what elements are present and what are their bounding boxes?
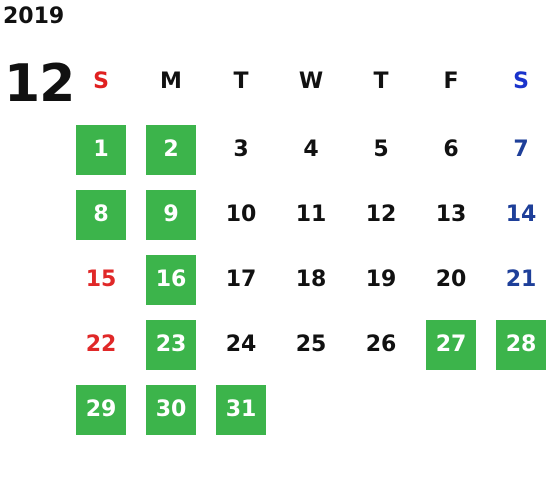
day-cell[interactable]: 4 xyxy=(303,137,319,162)
day-cell[interactable]: 13 xyxy=(435,202,467,227)
day-cell[interactable]: 6 xyxy=(443,137,459,162)
day-cell[interactable]: 5 xyxy=(373,137,389,162)
day-cell[interactable]: 11 xyxy=(295,202,327,227)
weekday-tuesday: T xyxy=(233,69,249,94)
month-number: 12 xyxy=(4,54,75,114)
year-label: 2019 xyxy=(3,4,65,29)
day-cell[interactable]: 16 xyxy=(146,255,196,305)
weekday-friday: F xyxy=(443,69,459,94)
day-cell[interactable]: 20 xyxy=(435,267,467,292)
day-cell[interactable]: 7 xyxy=(513,137,529,162)
day-cell[interactable]: 1 xyxy=(76,125,126,175)
day-cell[interactable]: 3 xyxy=(233,137,249,162)
day-cell[interactable]: 25 xyxy=(295,332,327,357)
day-cell[interactable]: 14 xyxy=(505,202,537,227)
day-cell[interactable]: 27 xyxy=(426,320,476,370)
day-cell[interactable]: 23 xyxy=(146,320,196,370)
day-cell[interactable]: 2 xyxy=(146,125,196,175)
day-cell[interactable]: 18 xyxy=(295,267,327,292)
day-cell[interactable]: 17 xyxy=(225,267,257,292)
weekday-saturday: S xyxy=(513,69,529,94)
day-cell[interactable]: 10 xyxy=(225,202,257,227)
day-cell[interactable]: 19 xyxy=(365,267,397,292)
day-cell[interactable]: 29 xyxy=(76,385,126,435)
day-cell[interactable]: 12 xyxy=(365,202,397,227)
day-cell[interactable]: 24 xyxy=(225,332,257,357)
weekday-sunday: S xyxy=(93,69,109,94)
day-cell[interactable]: 15 xyxy=(85,267,117,292)
day-cell[interactable]: 31 xyxy=(216,385,266,435)
day-cell[interactable]: 8 xyxy=(76,190,126,240)
weekday-thursday: T xyxy=(373,69,389,94)
day-cell[interactable]: 28 xyxy=(496,320,546,370)
weekday-monday: M xyxy=(160,69,182,94)
day-cell[interactable]: 21 xyxy=(505,267,537,292)
day-cell[interactable]: 9 xyxy=(146,190,196,240)
weekday-wednesday: W xyxy=(298,69,324,94)
day-cell[interactable]: 26 xyxy=(365,332,397,357)
day-cell[interactable]: 30 xyxy=(146,385,196,435)
day-cell[interactable]: 22 xyxy=(85,332,117,357)
